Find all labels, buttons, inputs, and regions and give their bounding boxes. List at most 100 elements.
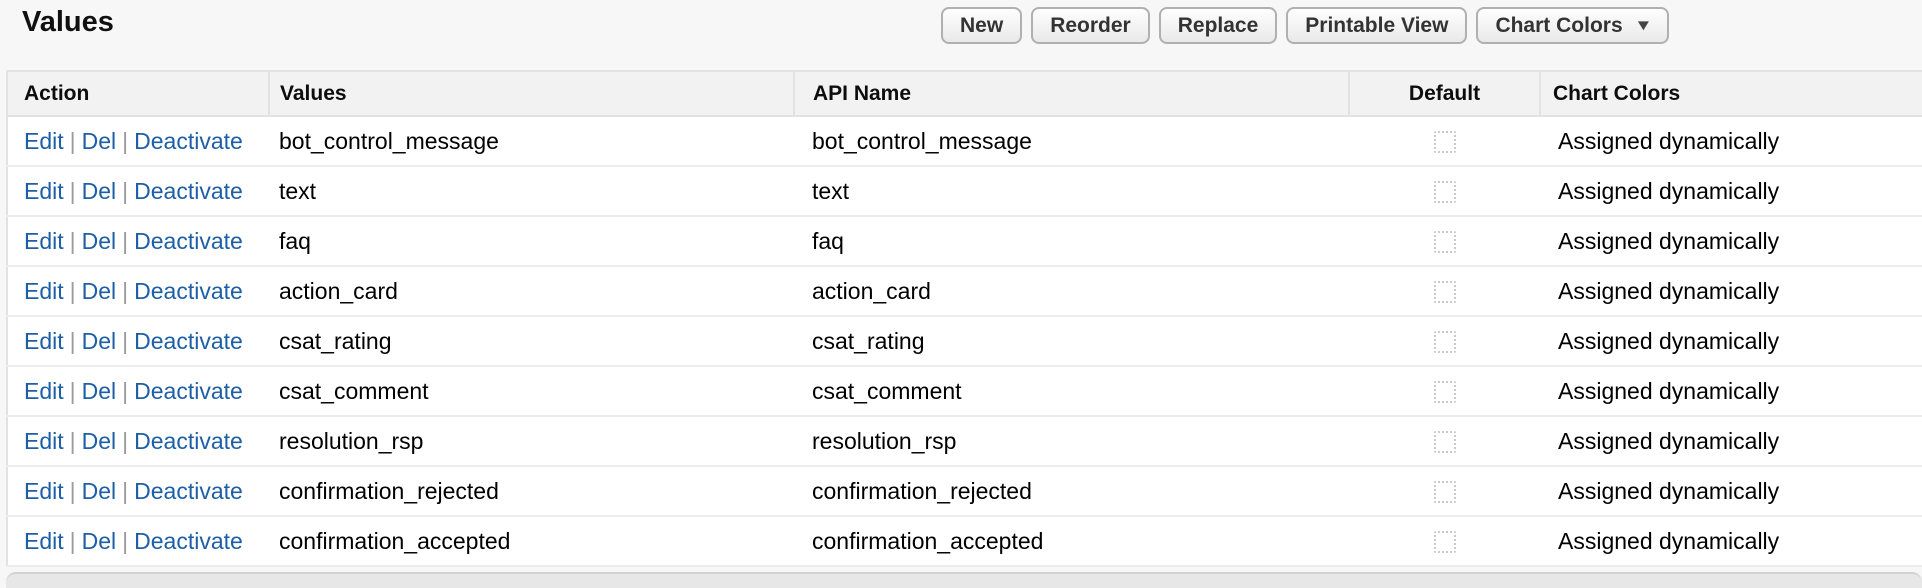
action-separator: |	[122, 527, 129, 554]
action-cell: Edit|Del|Deactivate	[7, 366, 269, 417]
action-separator: |	[122, 127, 129, 154]
action-cell: Edit|Del|Deactivate	[7, 266, 269, 317]
column-header-action: Action	[7, 71, 270, 117]
default-cell	[1349, 366, 1540, 417]
table-row: Edit|Del|Deactivate csat_rating csat_rat…	[7, 316, 1922, 367]
del-link[interactable]: Del	[81, 377, 117, 404]
chart-colors-cell: Assigned dynamically	[1540, 316, 1922, 367]
default-cell	[1349, 316, 1540, 367]
action-cell: Edit|Del|Deactivate	[7, 216, 269, 267]
chevron-down-icon: ▼	[1633, 17, 1653, 34]
edit-link[interactable]: Edit	[24, 277, 64, 304]
del-link[interactable]: Del	[81, 527, 117, 554]
table-header-row: Action Values API Name Default Chart Col…	[7, 71, 1922, 117]
values-table-container: Action Values API Name Default Chart Col…	[6, 70, 1922, 567]
replace-button[interactable]: Replace	[1158, 7, 1278, 44]
edit-link[interactable]: Edit	[24, 477, 64, 504]
api-name-cell: csat_rating	[794, 316, 1349, 367]
table-row: Edit|Del|Deactivate text text Assigned d…	[7, 166, 1922, 217]
values-table: Action Values API Name Default Chart Col…	[6, 70, 1922, 567]
del-link[interactable]: Del	[81, 477, 117, 504]
action-separator: |	[122, 177, 129, 204]
chart-colors-cell: Assigned dynamically	[1540, 216, 1922, 267]
action-separator: |	[69, 327, 76, 354]
next-section-top-edge	[6, 572, 1922, 588]
reorder-button[interactable]: Reorder	[1031, 7, 1150, 44]
deactivate-link[interactable]: Deactivate	[134, 327, 243, 354]
printable-view-button-label: Printable View	[1305, 13, 1449, 37]
action-separator: |	[122, 327, 129, 354]
action-cell: Edit|Del|Deactivate	[7, 416, 269, 467]
new-button[interactable]: New	[941, 7, 1023, 44]
value-cell: resolution_rsp	[269, 416, 794, 467]
action-separator: |	[69, 177, 76, 204]
chart-colors-cell: Assigned dynamically	[1540, 466, 1922, 517]
printable-view-button[interactable]: Printable View	[1286, 7, 1468, 44]
action-separator: |	[69, 227, 76, 254]
default-checkbox-disabled	[1433, 231, 1456, 254]
api-name-cell: confirmation_rejected	[794, 466, 1349, 517]
value-cell: bot_control_message	[269, 116, 794, 167]
del-link[interactable]: Del	[81, 327, 117, 354]
deactivate-link[interactable]: Deactivate	[134, 227, 243, 254]
action-separator: |	[122, 477, 129, 504]
action-cell: Edit|Del|Deactivate	[7, 516, 269, 567]
value-cell: csat_rating	[269, 316, 794, 367]
default-cell	[1349, 166, 1540, 217]
table-row: Edit|Del|Deactivate confirmation_rejecte…	[7, 466, 1922, 517]
default-checkbox-disabled	[1433, 131, 1456, 154]
default-cell	[1349, 266, 1540, 317]
api-name-cell: faq	[794, 216, 1349, 267]
api-name-cell: action_card	[794, 266, 1349, 317]
action-separator: |	[69, 277, 76, 304]
chart-colors-cell: Assigned dynamically	[1540, 366, 1922, 417]
api-name-cell: text	[794, 166, 1349, 217]
deactivate-link[interactable]: Deactivate	[134, 477, 243, 504]
action-separator: |	[69, 527, 76, 554]
value-cell: text	[269, 166, 794, 217]
deactivate-link[interactable]: Deactivate	[134, 177, 243, 204]
action-separator: |	[122, 377, 129, 404]
default-cell	[1349, 466, 1540, 517]
action-separator: |	[69, 477, 76, 504]
column-header-chart-colors: Chart Colors	[1540, 71, 1922, 117]
deactivate-link[interactable]: Deactivate	[134, 377, 243, 404]
deactivate-link[interactable]: Deactivate	[134, 127, 243, 154]
api-name-cell: confirmation_accepted	[794, 516, 1349, 567]
default-cell	[1349, 216, 1540, 267]
action-separator: |	[69, 377, 76, 404]
value-cell: confirmation_rejected	[269, 466, 794, 517]
edit-link[interactable]: Edit	[24, 227, 64, 254]
table-row: Edit|Del|Deactivate action_card action_c…	[7, 266, 1922, 317]
deactivate-link[interactable]: Deactivate	[134, 277, 243, 304]
del-link[interactable]: Del	[81, 127, 117, 154]
deactivate-link[interactable]: Deactivate	[134, 527, 243, 554]
del-link[interactable]: Del	[81, 277, 117, 304]
value-cell: csat_comment	[269, 366, 794, 417]
edit-link[interactable]: Edit	[24, 177, 64, 204]
default-checkbox-disabled	[1433, 181, 1456, 204]
del-link[interactable]: Del	[81, 427, 117, 454]
edit-link[interactable]: Edit	[24, 377, 64, 404]
table-row: Edit|Del|Deactivate confirmation_accepte…	[7, 516, 1922, 567]
action-separator: |	[122, 427, 129, 454]
chart-colors-button-label: Chart Colors	[1495, 13, 1623, 37]
action-separator: |	[69, 127, 76, 154]
del-link[interactable]: Del	[81, 227, 117, 254]
toolbar: New Reorder Replace Printable View Chart…	[941, 7, 1670, 44]
default-checkbox-disabled	[1433, 381, 1456, 404]
edit-link[interactable]: Edit	[24, 427, 64, 454]
chart-colors-cell: Assigned dynamically	[1540, 416, 1922, 467]
edit-link[interactable]: Edit	[24, 127, 64, 154]
deactivate-link[interactable]: Deactivate	[134, 427, 243, 454]
edit-link[interactable]: Edit	[24, 327, 64, 354]
chart-colors-dropdown-button[interactable]: Chart Colors ▼	[1476, 7, 1670, 44]
table-row: Edit|Del|Deactivate faq faq Assigned dyn…	[7, 216, 1922, 267]
value-cell: confirmation_accepted	[269, 516, 794, 567]
del-link[interactable]: Del	[81, 177, 117, 204]
edit-link[interactable]: Edit	[24, 527, 64, 554]
action-separator: |	[69, 427, 76, 454]
column-header-values: Values	[269, 71, 795, 117]
default-checkbox-disabled	[1433, 531, 1456, 554]
default-checkbox-disabled	[1433, 431, 1456, 454]
